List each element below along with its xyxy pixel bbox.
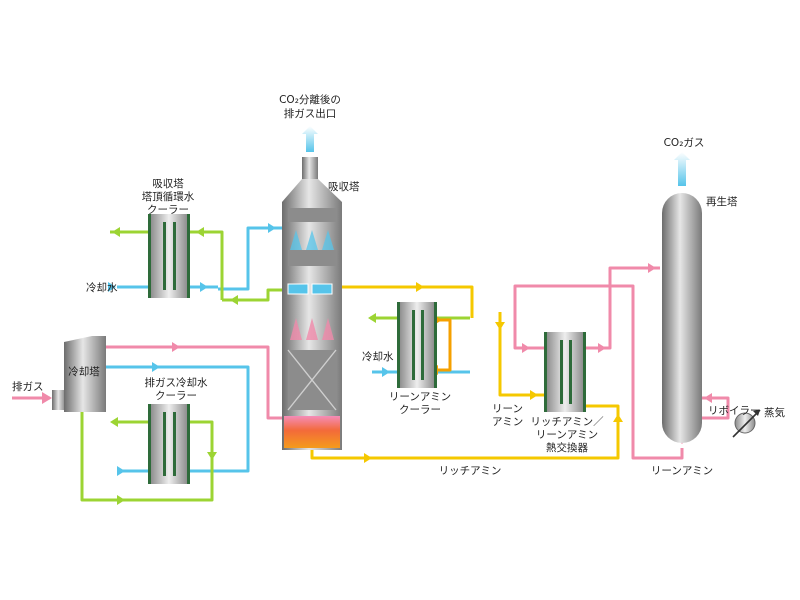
exhaust-gas-label: 排ガス (12, 380, 44, 393)
steam-label: 蒸気 (764, 406, 785, 419)
lean-amine-hx-loop (513, 284, 612, 350)
quench-cooler-label-2: クーラー (155, 390, 197, 402)
rich-amine-label: リッチアミン (439, 465, 502, 477)
regenerator-tower (662, 193, 702, 443)
rich-amine-hx-to-regen (498, 312, 548, 397)
co2-gas-arrow (674, 152, 690, 186)
arrow-gr-7 (207, 452, 217, 460)
top-cooler-label-3: クーラー (147, 204, 189, 216)
reboiler (732, 409, 761, 438)
arrow-cw-2 (268, 223, 276, 233)
lean-cooler-label-2: クーラー (399, 404, 441, 416)
top-cooler (148, 214, 190, 298)
top-cooler-label-2: 塔頂循環水 (142, 190, 195, 203)
arrow-cw-6 (382, 367, 390, 377)
cooling-water-label-2: 冷却水 (362, 350, 394, 363)
arrow-ex-1 (42, 392, 52, 404)
cw-return-top-cooler (110, 230, 224, 300)
quench-tower-label: 冷却塔 (68, 365, 100, 378)
arrow-ye-5 (416, 282, 424, 292)
outlet-label-2: 排ガス出口 (284, 107, 337, 120)
top-cooler-label-1: 吸収塔 (152, 177, 184, 190)
arrow-pk-5 (704, 393, 712, 403)
arrow-pk-2 (598, 343, 606, 353)
arrow-pk-1 (522, 343, 530, 353)
outlet-arrow (302, 126, 318, 152)
hx-label-3: 熱交換器 (546, 441, 588, 454)
cw-green-absorber (222, 288, 282, 302)
rich-lean-heat-exchanger (544, 332, 586, 412)
arrow-gr-1 (112, 227, 120, 237)
arrow-gr-6 (117, 495, 125, 505)
co2-gas-label: CO₂ガス (664, 137, 705, 149)
quench-tower (52, 336, 106, 412)
absorber-tower (282, 157, 342, 450)
absorber-label: 吸収塔 (328, 180, 360, 193)
cooling-water-label-1: 冷却水 (86, 281, 118, 294)
arrow-gr-2 (196, 227, 204, 237)
arrow-ye-2 (613, 414, 623, 422)
lean-amine-label-1: リーン (492, 403, 523, 415)
hx-label-1: リッチアミン／ (530, 416, 604, 428)
lean-amine-label-2: アミン (492, 416, 523, 428)
lean-cooler-label-1: リーンアミン (389, 391, 451, 403)
cw-absorber-to-top-cooler (218, 226, 282, 291)
lean-amine-to-regen-top (582, 266, 660, 350)
quench-cooler-label-1: 排ガス冷却水 (145, 376, 208, 389)
outlet-label-1: CO₂分離後の (279, 93, 341, 106)
arrow-cw-1 (200, 282, 208, 292)
arrow-gr-3 (230, 295, 238, 305)
lean-amine-bottom-label: リーンアミン (651, 465, 713, 477)
hx-label-2: リーンアミン (536, 429, 598, 441)
rich-amine-to-lean-cooler (342, 285, 474, 318)
lean-amine-cooler (397, 302, 437, 388)
arrow-pk-3 (648, 263, 656, 273)
arrow-ye-1 (364, 453, 372, 463)
cw-green-quench (80, 410, 214, 502)
reboiler-loop (694, 396, 730, 420)
rich-amine-main (310, 404, 620, 460)
arrow-gr-4 (368, 313, 376, 323)
exhaust-gas-to-absorber (105, 345, 288, 420)
regenerator-label: 再生塔 (706, 195, 738, 208)
arrow-ye-4 (530, 390, 538, 400)
arrow-ye-3 (495, 322, 505, 330)
arrow-cw-5 (117, 466, 125, 476)
reboiler-label: リボイラー (708, 405, 761, 417)
quench-cooler (148, 404, 190, 484)
arrow-ex-2 (172, 342, 180, 352)
arrow-gr-5 (110, 417, 118, 427)
arrow-cw-3 (108, 282, 116, 292)
arrow-cw-4 (152, 362, 160, 372)
lean-amine-from-regen (612, 284, 684, 460)
